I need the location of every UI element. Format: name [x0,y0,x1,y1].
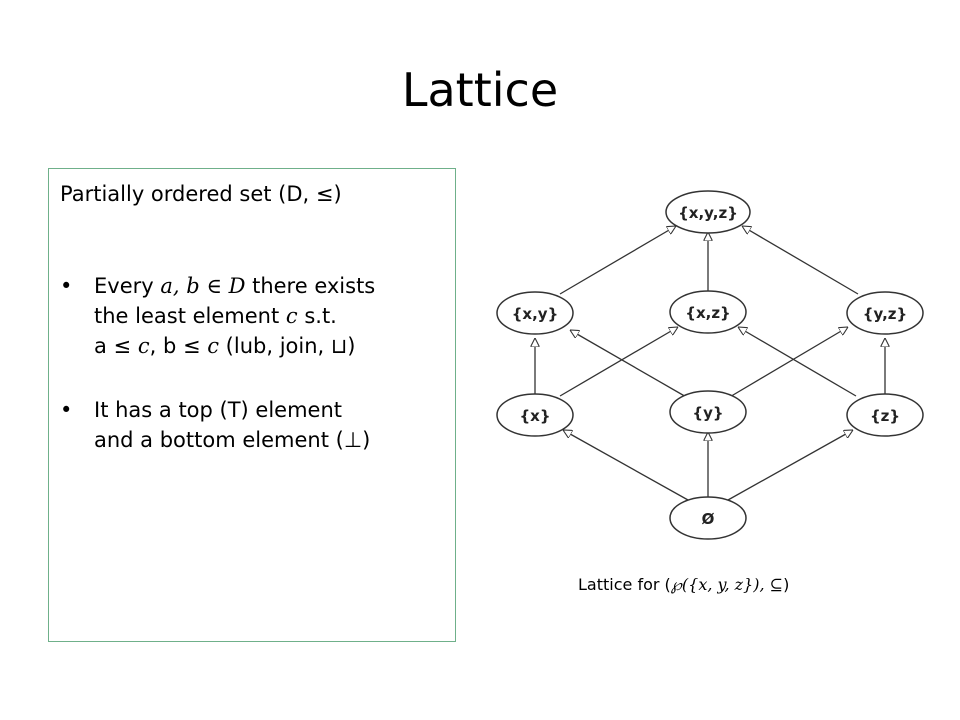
text-run: , b ≤ [149,334,208,358]
caption-math: ℘({x, y, z}), ⊆ [670,575,784,594]
edge-yz-xyz [742,226,859,295]
content-box: Partially ordered set (D, ≤) • Every a, … [48,168,456,642]
bullet-marker: • [60,274,73,298]
edge-z-xz [738,327,857,397]
math-run: c [137,334,150,358]
node-xz-shape [669,290,747,334]
node-xyz-shape [665,190,751,234]
node-y-label: {y} [692,404,723,422]
text-run: s.t. [297,304,337,328]
edge-y-yz [727,327,848,399]
text-run: the least element [94,304,286,328]
node-x-shape [496,393,574,437]
node-y-shape [669,390,747,434]
math-run: c [285,304,298,328]
bullet-top-bottom-line-1: It has a top (T) element [94,398,343,422]
text-run: there exists [245,274,376,298]
bullet-top-bottom-line-2: and a bottom element (⊥) [94,428,371,452]
node-empty-shape [669,496,747,540]
bullet-lub-line-1: Every a, b ∈ D there exists [94,271,464,301]
math-run: a, b ∈ D [160,274,246,298]
node-yz-shape [846,291,924,335]
edge-xy-xyz [559,226,676,295]
node-xy-shape [496,291,574,335]
edge-y-xy [570,330,689,399]
diagram-caption: Lattice for (℘({x, y, z}), ⊆) [578,574,789,596]
node-xyz-label: {x,y,z} [678,204,738,222]
text-run: a ≤ [94,334,138,358]
edge-x-xz [559,327,678,397]
edge-empty-x [563,430,689,501]
caption-suffix: ) [783,575,790,594]
node-yz-label: {y,z} [863,305,907,323]
bullet-lub-text: Every a, b ∈ D there exists the least el… [94,271,464,361]
caption-prefix: Lattice for ( [578,575,671,594]
bullet-lub-line-3: a ≤ c, b ≤ c (lub, join, ⊔) [94,331,464,361]
node-xz-label: {x,z} [685,304,730,322]
bullet-top-bottom-text: It has a top (T) element and a bottom el… [94,395,464,455]
node-x-label: {x} [519,407,550,425]
node-z-label: {z} [870,407,900,425]
slide-title: Lattice [401,63,559,117]
text-run: Every [94,274,161,298]
node-z-shape [846,393,924,437]
edge-empty-z [727,430,853,501]
bullet-marker: • [60,398,73,422]
lattice-diagram: {x,y,z} {x,y} {x,z} {y,z} {x} {y} {z} Ø [496,190,924,540]
text-run: (lub, join, ⊔) [219,334,356,358]
bullet-lub-line-2: the least element c s.t. [94,301,464,331]
math-run: c [207,334,219,358]
intro-text: Partially ordered set (D, ≤) [60,182,342,206]
node-empty-label: Ø [702,510,715,528]
node-xy-label: {x,y} [512,305,559,323]
